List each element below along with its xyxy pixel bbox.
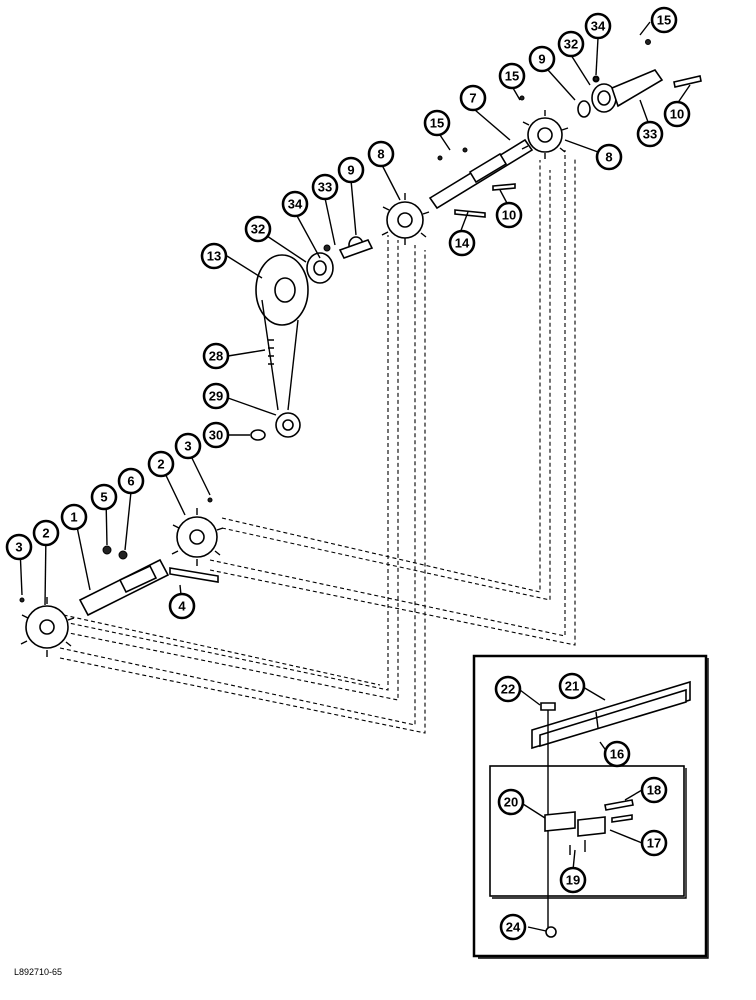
svg-text:2: 2	[157, 457, 164, 472]
svg-text:14: 14	[455, 236, 470, 251]
callout-15-top: 15	[650, 6, 678, 34]
callout-22: 22	[494, 675, 522, 703]
small-sprocket	[250, 412, 301, 441]
svg-text:15: 15	[657, 13, 671, 28]
sprocket-upper-right	[521, 110, 569, 159]
callout-14: 14	[448, 229, 476, 257]
svg-text:30: 30	[209, 428, 223, 443]
callout-33-mid: 33	[311, 173, 339, 201]
svg-text:15: 15	[505, 69, 519, 84]
callout-3-right: 3	[174, 432, 202, 460]
svg-text:15: 15	[430, 116, 444, 131]
callout-32-mid: 32	[244, 215, 272, 243]
callout-3-left: 3	[5, 533, 33, 561]
inset-track-detail	[472, 654, 709, 959]
svg-text:9: 9	[538, 52, 545, 67]
callout-24: 24	[499, 913, 527, 941]
svg-text:6: 6	[127, 474, 134, 489]
upper-shaft	[428, 138, 534, 210]
callout-1: 1	[60, 503, 88, 531]
callout-10-right: 10	[663, 100, 691, 128]
svg-text:8: 8	[605, 150, 612, 165]
small-parts-middle	[338, 76, 599, 259]
svg-text:1: 1	[70, 510, 77, 525]
callout-4: 4	[168, 592, 196, 620]
svg-text:18: 18	[647, 783, 661, 798]
svg-text:22: 22	[501, 682, 515, 697]
svg-text:17: 17	[647, 836, 661, 851]
svg-text:10: 10	[502, 208, 516, 223]
callout-28: 28	[202, 342, 230, 370]
callout-34-top: 34	[584, 12, 612, 40]
callout-9-top: 9	[528, 45, 556, 73]
callout-32-top: 32	[557, 30, 585, 58]
callout-20: 20	[497, 788, 525, 816]
svg-text:29: 29	[209, 389, 223, 404]
svg-text:3: 3	[15, 540, 22, 555]
callout-2-left: 2	[32, 519, 60, 547]
svg-text:33: 33	[318, 180, 332, 195]
callout-8-mid: 8	[367, 140, 395, 168]
svg-text:32: 32	[564, 37, 578, 52]
callout-9-mid: 9	[337, 156, 365, 184]
svg-text:24: 24	[506, 920, 521, 935]
callout-8-right: 8	[595, 143, 623, 171]
large-drive-sprocket	[255, 244, 334, 326]
svg-text:7: 7	[469, 91, 476, 106]
svg-text:28: 28	[209, 349, 223, 364]
drive-chain	[261, 299, 299, 411]
callout-7: 7	[459, 84, 487, 112]
callout-19: 19	[559, 866, 587, 894]
callout-16: 16	[603, 740, 631, 768]
callout-18: 18	[640, 776, 668, 804]
bearing-upper-right	[577, 39, 702, 118]
svg-text:13: 13	[207, 249, 221, 264]
figure-reference-code: L892710-65	[14, 967, 63, 977]
callout-15-mid: 15	[498, 62, 526, 90]
svg-text:21: 21	[565, 679, 579, 694]
svg-text:34: 34	[591, 19, 606, 34]
callout-5: 5	[90, 483, 118, 511]
chain-lines	[49, 150, 576, 734]
svg-text:16: 16	[610, 747, 624, 762]
svg-text:2: 2	[42, 526, 49, 541]
svg-text:3: 3	[184, 439, 191, 454]
sprocket-lower-right	[171, 497, 224, 566]
callout-6: 6	[117, 467, 145, 495]
callout-13: 13	[200, 242, 228, 270]
callout-10-mid: 10	[495, 201, 523, 229]
callout-2-right: 2	[147, 450, 175, 478]
lower-shaft	[78, 545, 219, 617]
svg-text:9: 9	[347, 163, 354, 178]
callout-34-mid: 34	[281, 190, 309, 218]
svg-text:33: 33	[643, 127, 657, 142]
callout-15-left: 15	[423, 109, 451, 137]
svg-text:34: 34	[288, 197, 303, 212]
svg-text:20: 20	[504, 795, 518, 810]
svg-text:4: 4	[178, 599, 186, 614]
sprocket-middle	[381, 193, 430, 245]
callout-30: 30	[202, 421, 230, 449]
callout-21: 21	[558, 672, 586, 700]
callout-29: 29	[202, 382, 230, 410]
callout-17: 17	[640, 829, 668, 857]
svg-text:8: 8	[377, 147, 384, 162]
svg-text:19: 19	[566, 873, 580, 888]
sprocket-lower-left	[19, 597, 75, 657]
svg-text:10: 10	[670, 107, 684, 122]
callout-33-right: 33	[636, 120, 664, 148]
svg-text:32: 32	[251, 222, 265, 237]
svg-text:5: 5	[100, 490, 107, 505]
